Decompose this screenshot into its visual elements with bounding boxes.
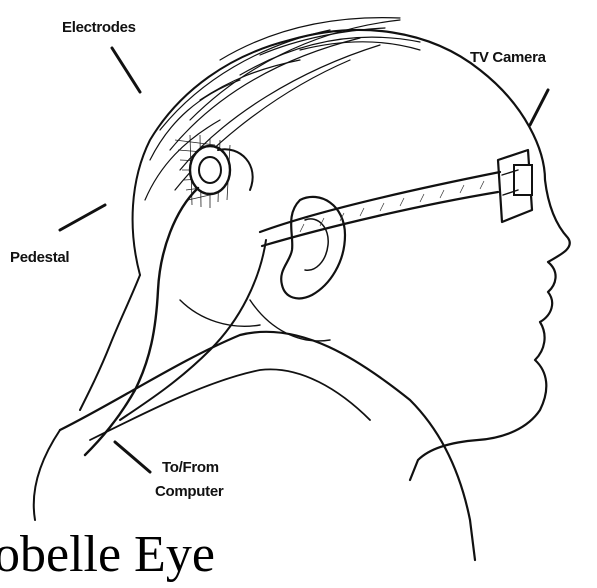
shoulder-line (34, 430, 60, 520)
to-from-leader (115, 442, 150, 472)
ear-inner (305, 219, 328, 270)
ear (281, 197, 345, 298)
strap-shading (300, 181, 484, 232)
hair (145, 18, 420, 200)
head-outline (290, 30, 570, 480)
label-tv-camera: TV Camera (470, 49, 547, 66)
collar-inner (90, 369, 370, 440)
implant-pedestal (190, 146, 253, 194)
label-to-from-line2: Computer (155, 483, 224, 500)
glasses-strap-top (260, 172, 500, 232)
label-electrodes: Electrodes (62, 19, 136, 36)
pedestal-leader (60, 205, 105, 230)
label-pedestal: Pedestal (10, 249, 69, 266)
neck-back (80, 275, 140, 410)
electrodes-leader (112, 48, 140, 92)
label-to-from-line1: To/From (162, 459, 219, 476)
caption: obelle Eye (0, 525, 434, 585)
tv-camera-leader (530, 90, 548, 125)
tv-camera-device (498, 150, 532, 222)
cable-2 (120, 240, 266, 420)
neck-lines (180, 300, 330, 341)
